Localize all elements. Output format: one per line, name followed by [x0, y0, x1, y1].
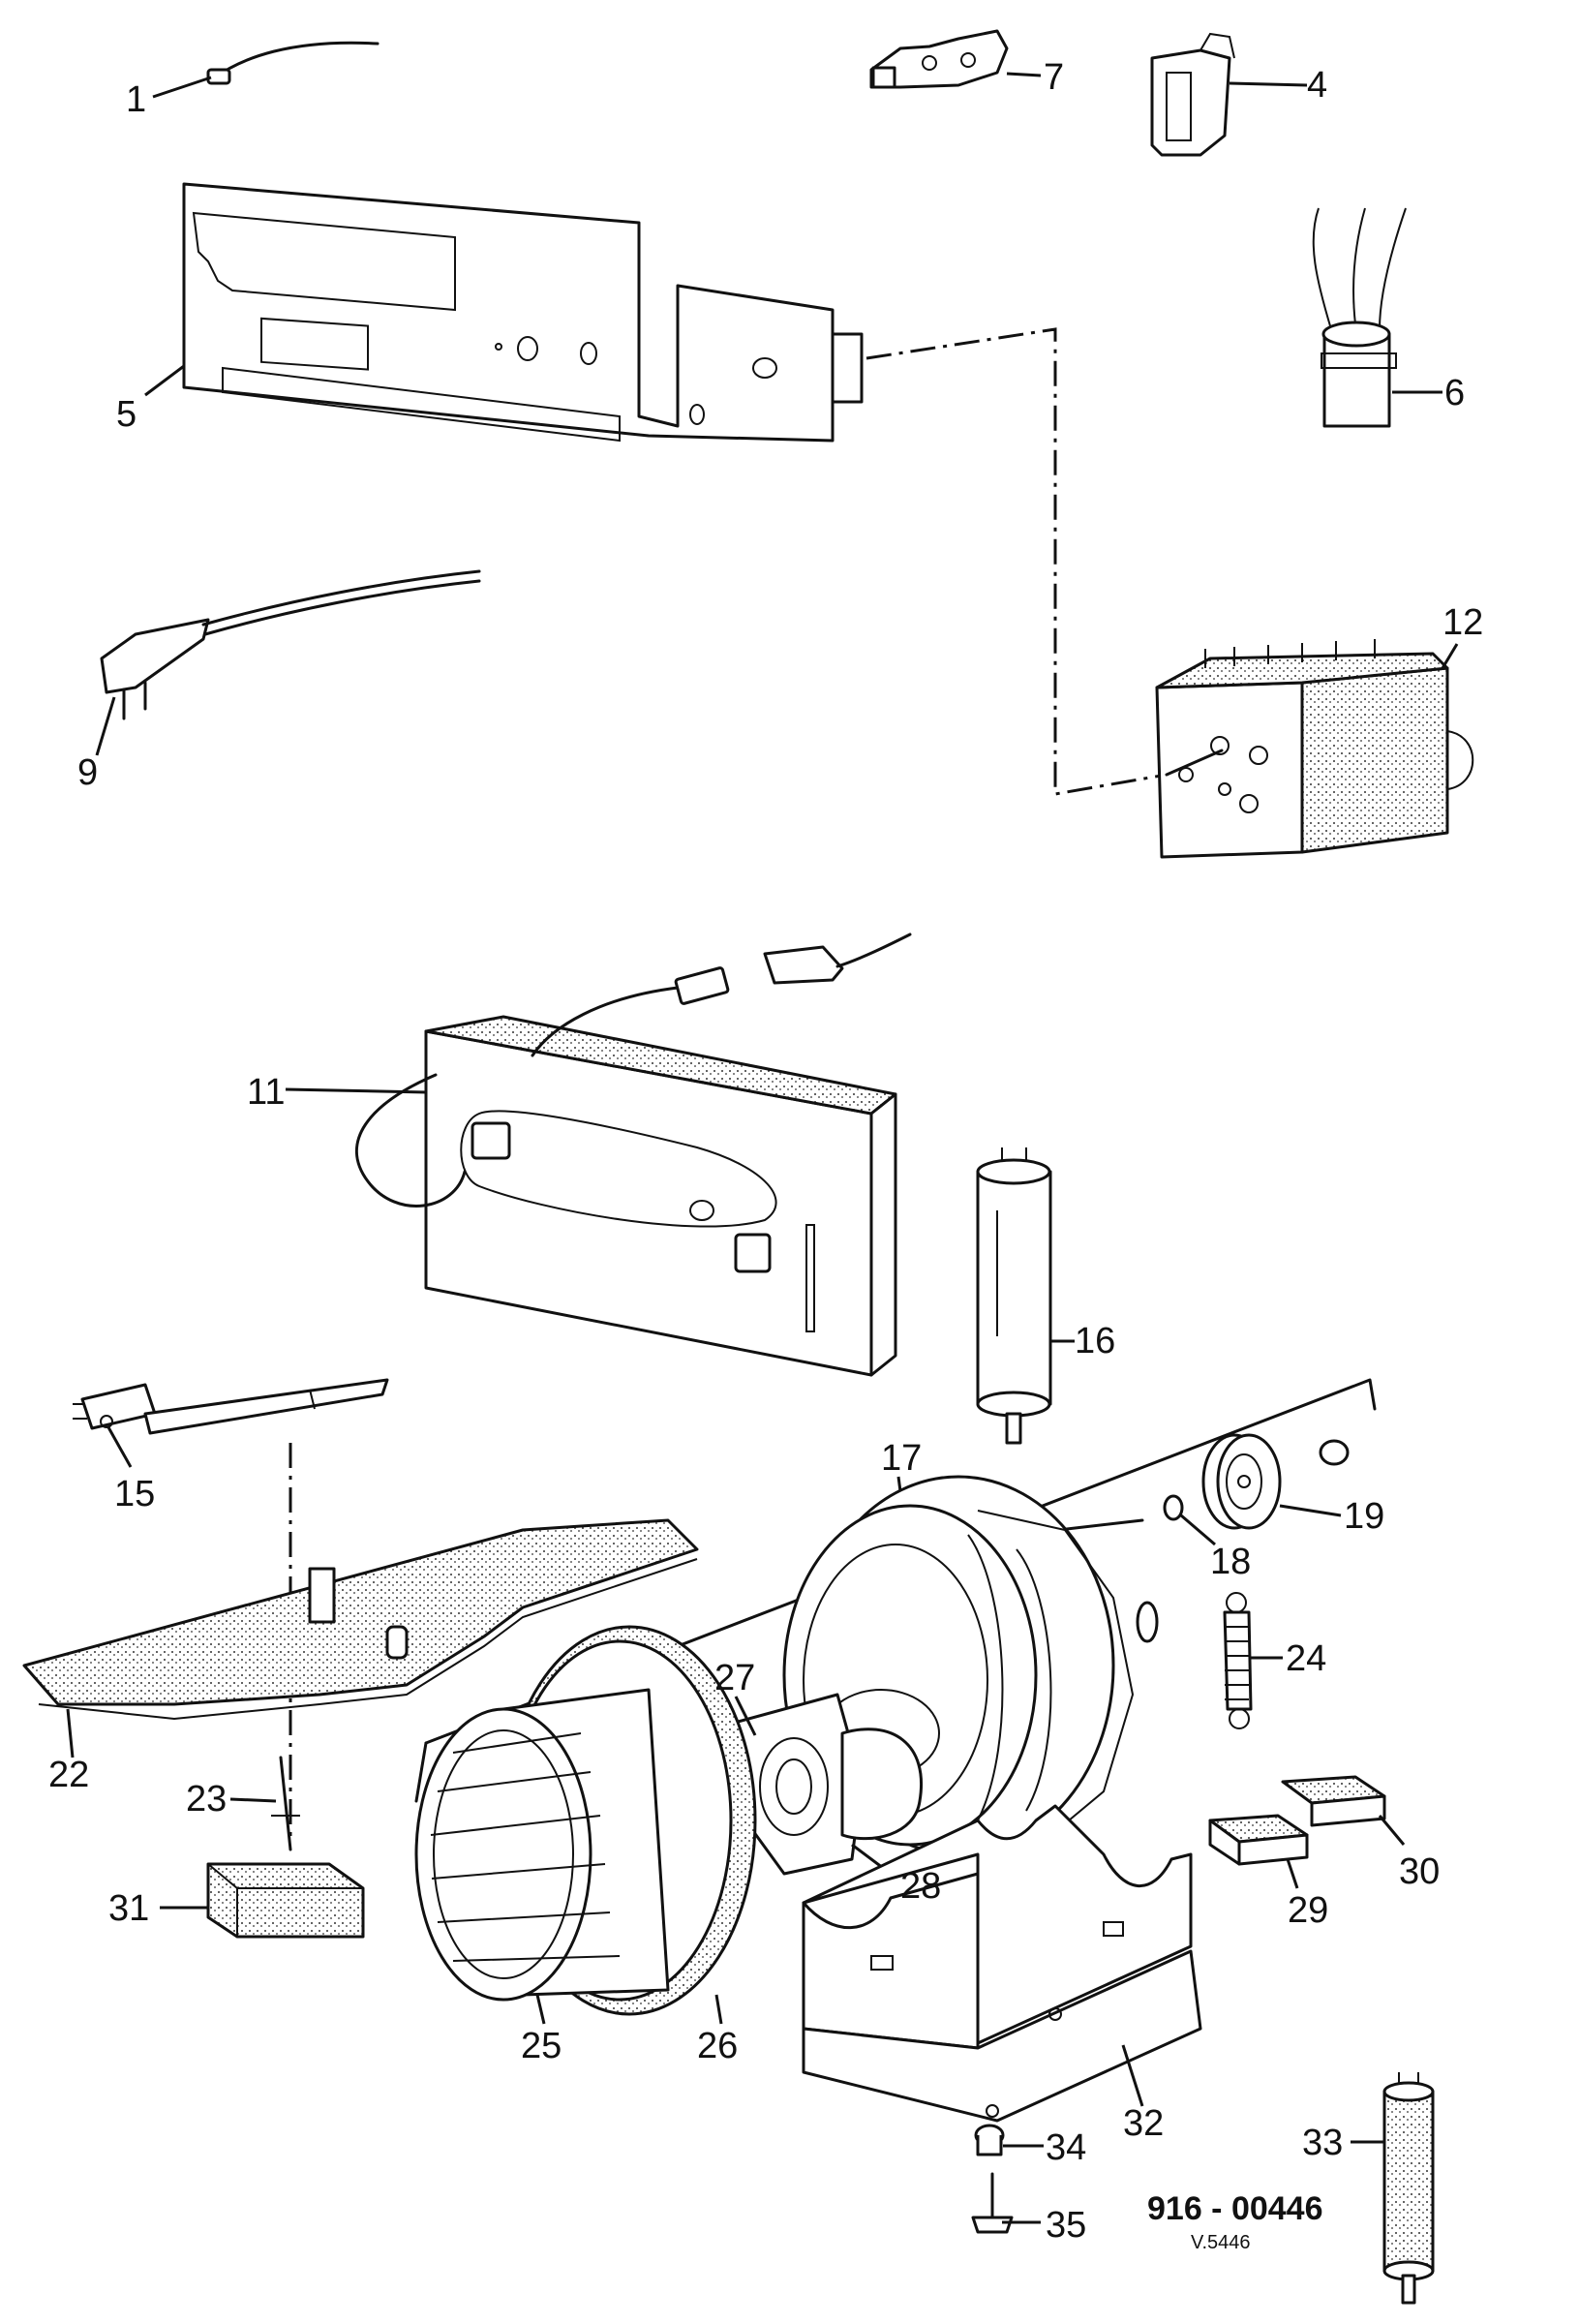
part-1-wire-connector	[152, 41, 380, 99]
label-part-34: 34	[1046, 2127, 1086, 2168]
label-part-27: 27	[714, 1658, 755, 1698]
label-part-31: 31	[108, 1888, 149, 1929]
label-part-30: 30	[1399, 1851, 1440, 1892]
part-6-capacitor	[1312, 207, 1442, 428]
part-19-pulley	[1201, 1433, 1342, 1530]
label-part-35: 35	[1046, 2205, 1086, 2246]
label-part-19: 19	[1344, 1496, 1384, 1537]
label-part-26: 26	[697, 2026, 738, 2066]
sub-reference: V.5446	[1191, 2232, 1251, 2253]
nut	[1319, 1439, 1350, 1466]
part-12-timer	[1155, 639, 1474, 859]
label-part-15: 15	[114, 1474, 155, 1514]
part-5-control-panel	[144, 182, 864, 443]
part-24-spring	[1223, 1592, 1283, 1729]
label-part-18: 18	[1210, 1542, 1251, 1582]
label-part-29: 29	[1288, 1890, 1328, 1931]
part-34-grommet	[974, 2124, 1044, 2156]
part-23-pin	[229, 1756, 300, 1851]
label-part-11: 11	[247, 1072, 285, 1113]
part-16-run-capacitor	[976, 1147, 1075, 1445]
part-11-heater-assembly	[285, 933, 912, 1377]
part-9-power-plug	[95, 569, 481, 756]
part-22-base-plate	[22, 1518, 699, 1758]
label-part-1: 1	[126, 79, 146, 120]
connection-line-5-to-12	[865, 327, 1168, 796]
part-15-microswitch	[73, 1378, 389, 1468]
label-part-4: 4	[1307, 65, 1327, 106]
part-7-switch	[869, 29, 1042, 89]
part-30-block	[1281, 1775, 1406, 1846]
label-part-32: 32	[1123, 2103, 1164, 2144]
label-part-16: 16	[1075, 1321, 1115, 1361]
part-25-blower-wheel	[414, 1688, 670, 2025]
label-part-7: 7	[1044, 57, 1064, 98]
part-32-support-bracket	[802, 1804, 1202, 2123]
label-part-22: 22	[48, 1755, 89, 1795]
label-part-28: 28	[900, 1866, 941, 1907]
part-18-washer	[1163, 1494, 1216, 1546]
part-35-screw	[971, 2172, 1041, 2234]
part-28-hub	[840, 1728, 923, 1876]
label-part-12: 12	[1442, 602, 1483, 643]
label-part-5: 5	[116, 394, 137, 435]
label-part-23: 23	[186, 1779, 227, 1819]
label-part-25: 25	[521, 2026, 562, 2066]
label-part-17: 17	[881, 1438, 922, 1479]
label-part-6: 6	[1444, 373, 1465, 413]
part-33-capacitor	[1351, 2072, 1435, 2305]
label-part-9: 9	[77, 752, 98, 793]
part-31-foam-pad	[160, 1862, 365, 1939]
document-number: 916 - 00446	[1147, 2190, 1323, 2227]
part-4-switch	[1150, 32, 1308, 157]
part-labels: 1 4 5 6 7 9 11 12 15 16 17 18 19 22 23 2…	[48, 57, 1483, 2246]
label-part-24: 24	[1286, 1638, 1326, 1679]
label-part-33: 33	[1302, 2123, 1343, 2163]
part-29-block	[1208, 1814, 1309, 1889]
